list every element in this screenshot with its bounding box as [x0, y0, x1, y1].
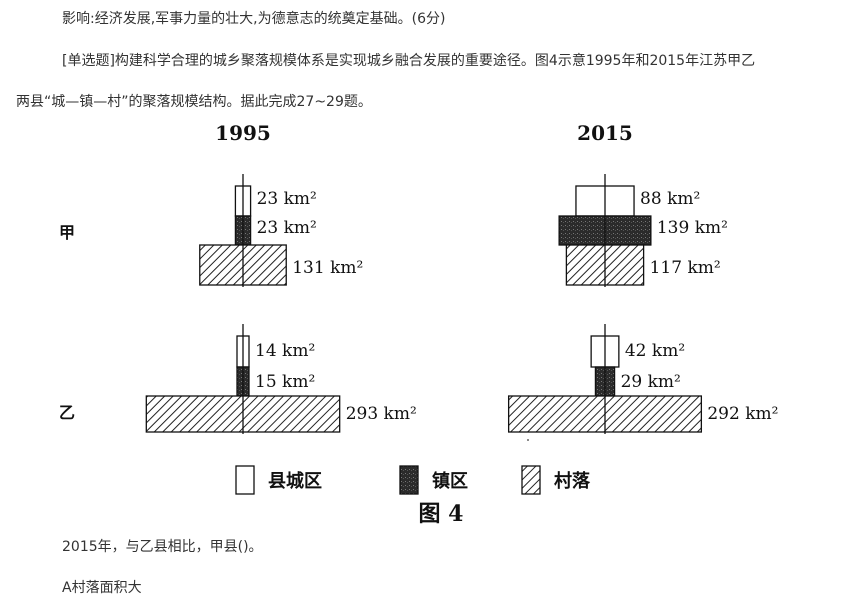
question-text: 2015年，与乙县相比，甲县()。 — [62, 539, 263, 555]
value-label-甲-2015-0: 88 km² — [640, 189, 700, 209]
legend-county-swatch — [235, 465, 255, 495]
value-label-甲-1995-1: 23 km² — [257, 218, 317, 238]
value-label-乙-1995-2: 293 km² — [346, 404, 417, 424]
value-label-乙-2015-2: 292 km² — [707, 404, 778, 424]
text-line-1: 影响:经济发展,军事力量的壮大,为德意志的统奠定基础。(6分) — [62, 11, 446, 27]
value-label-乙-1995-0: 14 km² — [255, 341, 315, 361]
text-line-3: 两县“城—镇—村”的聚落规模结构。据此完成27~29题。 — [16, 94, 372, 110]
year-label-1995: 1995 — [215, 121, 271, 145]
row-label-yi: 乙 — [59, 403, 75, 422]
legend-town-swatch — [399, 465, 419, 495]
value-label-乙-1995-1: 15 km² — [255, 372, 315, 392]
row-label-jia: 甲 — [59, 223, 75, 242]
legend-village-swatch — [521, 465, 541, 495]
legend-county-label: 县城区 — [268, 470, 322, 492]
value-label-乙-2015-1: 29 km² — [621, 372, 681, 392]
value-label-甲-2015-1: 139 km² — [657, 218, 728, 238]
legend-town-label: 镇区 — [432, 470, 468, 492]
year-label-2015: 2015 — [577, 121, 633, 145]
option-a-text: A村落面积大 — [62, 580, 142, 596]
speck-dot — [527, 439, 529, 441]
value-label-甲-1995-2: 131 km² — [292, 258, 363, 278]
text-line-2: [单选题]构建科学合理的城乡聚落规模体系是实现城乡融合发展的重要途径。图4示意1… — [62, 53, 756, 69]
value-label-甲-2015-2: 117 km² — [650, 258, 721, 278]
value-label-乙-2015-0: 42 km² — [625, 341, 685, 361]
figure-caption: 图 4 — [419, 501, 464, 527]
value-label-甲-1995-0: 23 km² — [257, 189, 317, 209]
legend-village-label: 村落 — [554, 470, 591, 492]
